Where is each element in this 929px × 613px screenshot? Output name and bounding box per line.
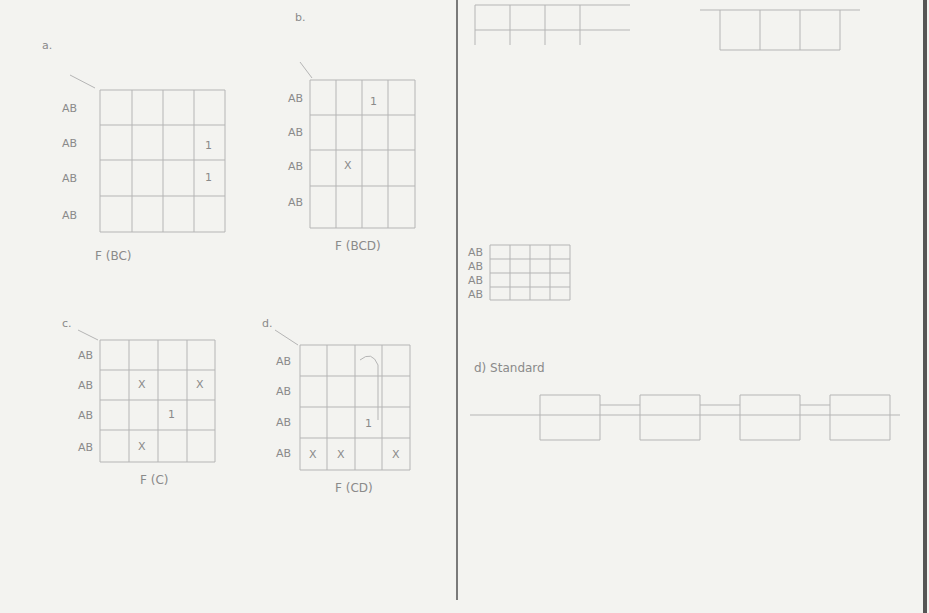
map-label: AB — [78, 410, 93, 421]
map-label: 1 — [168, 409, 175, 420]
map-label: X — [392, 449, 400, 460]
map-label: 1 — [205, 140, 212, 151]
map-label: c. — [62, 318, 72, 329]
map-label: d) Standard — [474, 362, 545, 374]
map-label: AB — [78, 380, 93, 391]
map-label: AB — [468, 275, 483, 286]
map-label: 1 — [205, 172, 212, 183]
map-label: AB — [78, 350, 93, 361]
map-label: F (C) — [140, 474, 168, 486]
map-label: AB — [288, 197, 303, 208]
map-label: 1 — [365, 418, 372, 429]
map-label: X — [337, 449, 345, 460]
map-label: F (BCD) — [335, 240, 381, 252]
map-label: AB — [62, 210, 77, 221]
map-label: AB — [468, 247, 483, 258]
map-label: AB — [62, 173, 77, 184]
map-label: X — [309, 449, 317, 460]
map-label: AB — [276, 356, 291, 367]
map-label: AB — [288, 127, 303, 138]
map-label: AB — [468, 261, 483, 272]
map-label: X — [196, 379, 204, 390]
map-label: AB — [276, 386, 291, 397]
map-label: AB — [276, 417, 291, 428]
map-label: X — [138, 379, 146, 390]
map-label: F (CD) — [335, 482, 373, 494]
map-label: a. — [42, 40, 52, 51]
map-label: AB — [468, 289, 483, 300]
map-label: b. — [295, 12, 305, 23]
map-label: 1 — [370, 96, 377, 107]
map-label: AB — [288, 161, 303, 172]
map-label: AB — [288, 93, 303, 104]
map-label: AB — [276, 448, 291, 459]
map-label: X — [344, 160, 352, 171]
map-label: AB — [78, 442, 93, 453]
map-label: AB — [62, 103, 77, 114]
map-label: X — [138, 441, 146, 452]
map-label: AB — [62, 138, 77, 149]
map-label: F (BC) — [95, 250, 131, 262]
map-label: d. — [262, 318, 272, 329]
